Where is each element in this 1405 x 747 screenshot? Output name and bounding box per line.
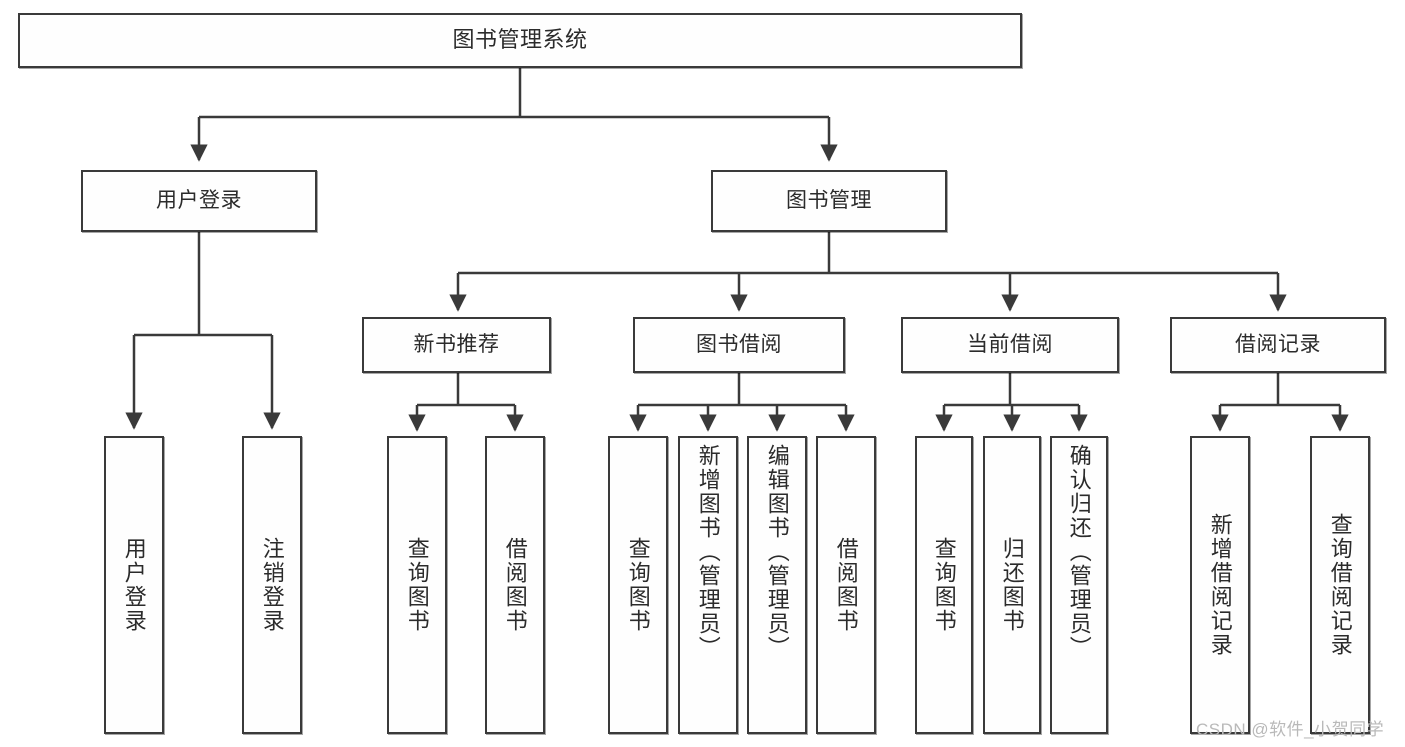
leaf-user-login-label: 用户登录 <box>121 537 147 633</box>
node-new-book-recommend-label: 新书推荐 <box>413 333 500 357</box>
leaf-query-book-label: 查询图书 <box>625 537 651 633</box>
leaf-borrow-book-recommend-label: 借阅图书 <box>502 537 528 633</box>
leaf-query-book-recommend-label: 查询图书 <box>404 537 430 633</box>
leaf-query-book-current-label: 查询图书 <box>931 537 957 633</box>
leaf-query-book-recommend[interactable]: 查询图书 <box>387 436 447 734</box>
leaf-return-book-label: 归还图书 <box>999 537 1025 633</box>
leaf-add-borrow-record-label: 新增借阅记录 <box>1207 513 1233 657</box>
node-current-borrow-label: 当前借阅 <box>967 333 1053 357</box>
leaf-edit-book-admin-label: 编辑图书（管理员） <box>764 444 790 660</box>
node-user-login-label: 用户登录 <box>156 189 242 213</box>
leaf-borrow-book-recommend[interactable]: 借阅图书 <box>485 436 545 734</box>
leaf-return-book[interactable]: 归还图书 <box>983 436 1041 734</box>
leaf-add-book-admin-label: 新增图书（管理员） <box>695 444 721 660</box>
node-root-label: 图书管理系统 <box>452 27 588 53</box>
leaf-borrow-book-label: 借阅图书 <box>833 537 859 633</box>
leaf-confirm-return-admin[interactable]: 确认归还（管理员） <box>1050 436 1108 734</box>
node-borrow-record-label: 借阅记录 <box>1235 333 1321 357</box>
leaf-query-book[interactable]: 查询图书 <box>608 436 668 734</box>
node-borrow-record[interactable]: 借阅记录 <box>1170 317 1386 373</box>
csdn-watermark: CSDN @软件_小贺同学 <box>1196 720 1385 739</box>
leaf-logout-label: 注销登录 <box>259 537 285 633</box>
leaf-query-borrow-record-label: 查询借阅记录 <box>1327 513 1353 657</box>
leaf-add-borrow-record[interactable]: 新增借阅记录 <box>1190 436 1250 734</box>
node-book-borrow[interactable]: 图书借阅 <box>633 317 845 373</box>
node-book-borrow-label: 图书借阅 <box>696 333 782 357</box>
node-current-borrow[interactable]: 当前借阅 <box>901 317 1119 373</box>
node-root[interactable]: 图书管理系统 <box>18 13 1022 68</box>
leaf-query-book-current[interactable]: 查询图书 <box>915 436 973 734</box>
leaf-user-login[interactable]: 用户登录 <box>104 436 164 734</box>
node-book-management[interactable]: 图书管理 <box>711 170 947 232</box>
node-new-book-recommend[interactable]: 新书推荐 <box>362 317 551 373</box>
leaf-logout[interactable]: 注销登录 <box>242 436 302 734</box>
leaf-borrow-book[interactable]: 借阅图书 <box>816 436 876 734</box>
leaf-confirm-return-admin-label: 确认归还（管理员） <box>1066 444 1092 660</box>
leaf-add-book-admin[interactable]: 新增图书（管理员） <box>678 436 738 734</box>
leaf-edit-book-admin[interactable]: 编辑图书（管理员） <box>747 436 807 734</box>
node-book-management-label: 图书管理 <box>786 189 872 213</box>
node-user-login[interactable]: 用户登录 <box>81 170 317 232</box>
leaf-query-borrow-record[interactable]: 查询借阅记录 <box>1310 436 1370 734</box>
